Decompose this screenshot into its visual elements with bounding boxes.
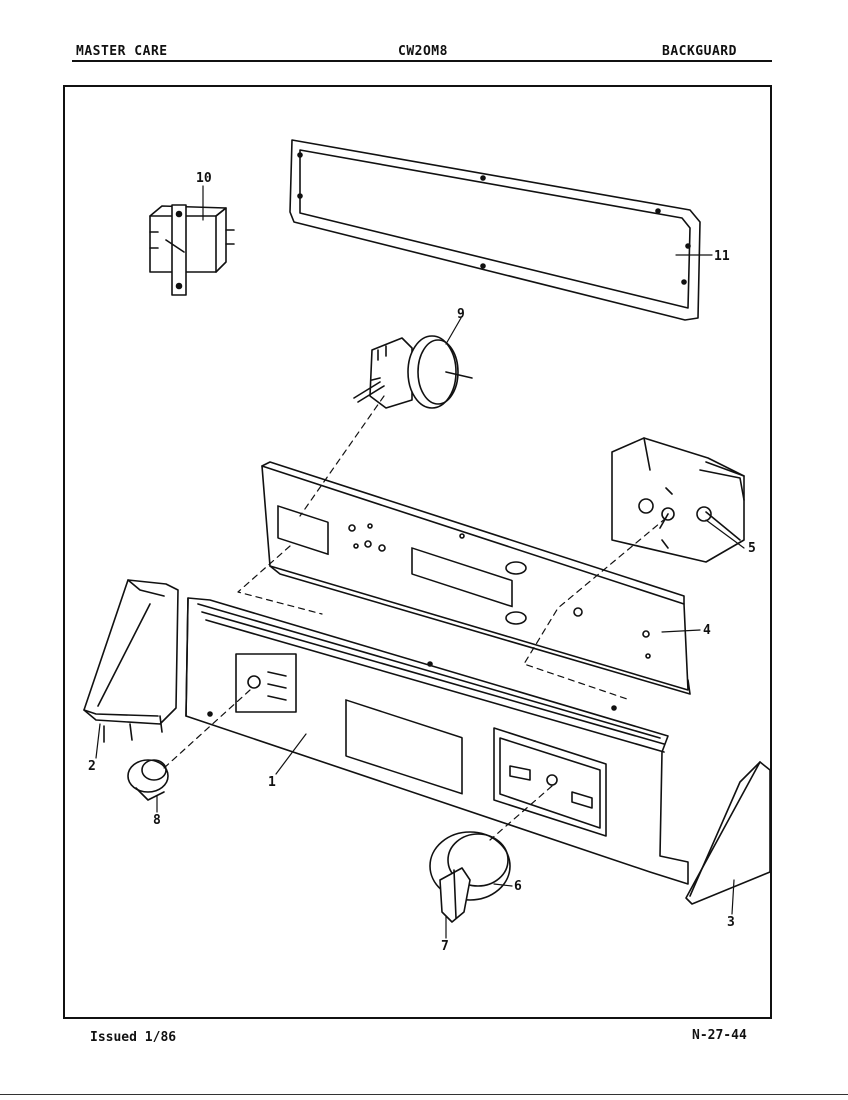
callout-7: 7 [441,939,449,954]
header-rule [72,60,772,62]
part-7-timer-knob [439,867,471,923]
callout-10: 10 [196,171,212,186]
header-model: CW2OM8 [398,44,448,59]
issue-date: Issued 1/86 [90,1030,177,1045]
callout-6: 6 [514,879,522,894]
callout-11: 11 [714,249,730,264]
part-3-right-end-cap [685,761,771,905]
page-code: N-27-44 [692,1028,747,1043]
header-brand: MASTER CARE [76,44,168,59]
part-1-console [185,597,689,885]
diagram-frame [63,85,772,1019]
part-2-left-end-cap [83,579,179,743]
header-section: BACKGUARD [662,44,737,59]
callout-5: 5 [748,541,756,556]
part-10-switch [149,204,235,296]
part-4-mounting-plate [261,461,691,695]
leader-lines [95,185,745,939]
part-8-small-knob [127,759,169,801]
part-9-pressure-switch [353,335,473,409]
part-5-timer [611,437,745,563]
callout-8: 8 [153,813,161,828]
callout-4: 4 [703,623,711,638]
callout-1: 1 [268,775,276,790]
callout-9: 9 [457,307,465,322]
callout-2: 2 [88,759,96,774]
assembly-guide-lines [163,395,667,841]
bottom-rule [0,1094,848,1095]
callout-3: 3 [727,915,735,930]
part-11-gasket [289,139,701,321]
